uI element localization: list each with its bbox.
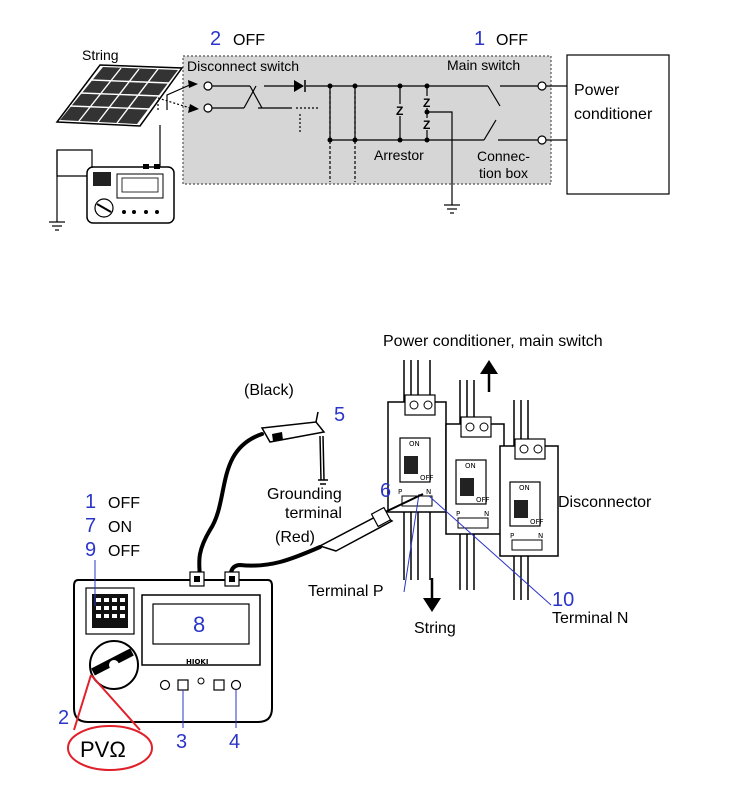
- terminal-p-label: Terminal P: [308, 583, 384, 600]
- dial-step-number: 2: [58, 707, 69, 729]
- main-switch-label: Main switch: [447, 57, 520, 73]
- step-list-1-text: OFF: [108, 495, 140, 512]
- top-circuit-diagram: 2 OFF 1 OFF String Disconnect switch Mai…: [49, 28, 670, 231]
- display-screen: [152, 603, 250, 645]
- disconnect-switch-label: Disconnect switch: [187, 58, 299, 74]
- power-conditioner-label-2: conditioner: [574, 106, 653, 123]
- connection-box-label-1: Connec-: [477, 148, 530, 164]
- pv-ohm-highlight: [67, 725, 153, 771]
- arrestor-symbol-3: Z: [423, 118, 430, 132]
- svg-text:OFF: OFF: [476, 496, 490, 504]
- svg-text:N: N: [538, 532, 543, 540]
- step-list-3-text: OFF: [108, 543, 140, 560]
- step-3-number: 3: [176, 731, 187, 753]
- power-conditioner-label-1: Power: [574, 82, 620, 99]
- svg-text:ON: ON: [409, 440, 420, 448]
- arrestor-symbol-2: Z: [423, 96, 430, 110]
- red-test-lead: [228, 545, 322, 582]
- arrestor-symbol-1: Z: [396, 104, 403, 118]
- power-conditioner-box: [566, 54, 670, 195]
- connection-box: [182, 55, 552, 185]
- terminal-n-label: Terminal N: [552, 610, 628, 627]
- insulation-tester-small-icon: [86, 164, 175, 224]
- step-list-1-number: 1: [85, 491, 96, 513]
- svg-text:P: P: [398, 488, 402, 496]
- button-4[interactable]: [230, 679, 242, 691]
- step-2-text: OFF: [233, 32, 265, 49]
- black-alligator-clip: [260, 411, 328, 485]
- diode-icon: [294, 80, 304, 92]
- string-label: String: [82, 47, 119, 63]
- solar-panel-icon: [55, 64, 184, 127]
- arrow-up-icon: [480, 360, 498, 392]
- power-conditioner-main-switch-label: Power conditioner, main switch: [383, 333, 603, 350]
- brand-logo: HIOKI: [186, 658, 208, 666]
- step-1-number: 1: [474, 28, 485, 50]
- svg-text:P: P: [510, 532, 514, 540]
- bottom-connection-diagram: Power conditioner, main switch: [58, 333, 652, 771]
- svg-text:N: N: [426, 488, 431, 496]
- step-list-2-text: ON: [108, 519, 132, 536]
- step-1-text: OFF: [496, 32, 528, 49]
- svg-text:OFF: OFF: [530, 518, 544, 526]
- black-test-lead: [197, 432, 264, 582]
- step-list-3-number: 9: [85, 539, 96, 561]
- display-step-number: 8: [193, 612, 205, 637]
- breaker-2: ON OFF P N: [445, 416, 505, 535]
- svg-text:ON: ON: [519, 484, 530, 492]
- step-2-number: 2: [210, 28, 221, 50]
- grounding-terminal-label-1: Grounding: [267, 486, 342, 503]
- grounding-terminal-label-2: terminal: [285, 505, 342, 522]
- svg-text:P: P: [456, 510, 460, 518]
- svg-text:ON: ON: [465, 462, 476, 470]
- breaker-1: ON OFF P N: [387, 394, 447, 513]
- breaker-3: ON OFF P N: [499, 438, 559, 557]
- step-4-number: 4: [229, 731, 240, 753]
- ground-icon: [444, 204, 460, 214]
- step-list-2-number: 7: [85, 515, 96, 537]
- connection-box-label-2: tion box: [479, 165, 528, 181]
- insulation-tester-icon: HIOKI: [73, 571, 273, 723]
- red-label: (Red): [275, 529, 315, 546]
- black-label: (Black): [244, 382, 294, 399]
- svg-text:N: N: [484, 510, 489, 518]
- disconnector-label: Disconnector: [558, 494, 652, 511]
- step-6-number: 6: [380, 480, 391, 502]
- step-10-number: 10: [552, 589, 574, 611]
- step-5-number: 5: [334, 404, 345, 426]
- button-3[interactable]: [177, 679, 189, 691]
- red-test-probe: [318, 493, 424, 552]
- arrestor-label: Arrestor: [374, 147, 424, 163]
- svg-text:OFF: OFF: [420, 474, 434, 482]
- arrow-down-icon: [423, 578, 441, 612]
- pv-ohm-mode-label: PVΩ: [80, 737, 126, 762]
- string-label-bottom: String: [414, 620, 456, 637]
